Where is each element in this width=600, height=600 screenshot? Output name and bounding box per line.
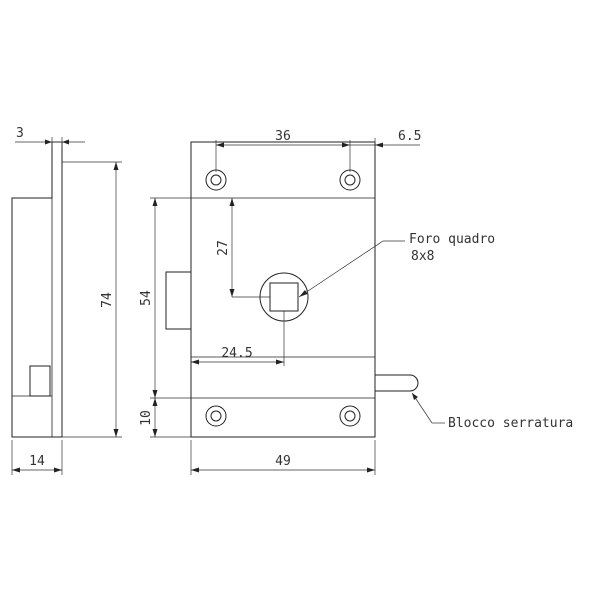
dimension-side-top-width-label: 3 <box>16 126 24 141</box>
dimension-square-hole-height-label: 27 <box>216 240 231 256</box>
dimension-plate-width-label: 49 <box>275 454 291 469</box>
dimension-side-width-label: 14 <box>29 454 45 469</box>
dimension-plate-width: 49 <box>190 440 376 475</box>
dimension-square-hole-offset-label: 24.5 <box>221 346 252 361</box>
dimension-hole-spacing-label: 36 <box>275 129 291 144</box>
callout-square-hole: Foro quadro 8x8 <box>298 232 495 298</box>
dimension-hole-spacing: 36 <box>215 129 351 172</box>
mounting-hole-bottom-right <box>339 405 361 427</box>
side-view <box>11 141 63 438</box>
side-view-outline <box>11 141 63 438</box>
bolt-tab <box>165 271 192 330</box>
callout-square-hole-line2: 8x8 <box>411 249 434 264</box>
dimension-side-height-label: 74 <box>100 292 115 308</box>
callout-square-hole-line1: Foro quadro <box>409 232 495 247</box>
dimension-bottom-strip-label: 10 <box>139 410 154 426</box>
mounting-hole-bottom-left <box>205 405 227 427</box>
dimension-top-offset-label: 6.5 <box>398 129 421 144</box>
dimension-square-hole-offset: 24.5 <box>191 311 285 366</box>
lock-block-bar <box>375 374 419 392</box>
dimension-plate-height-label: 54 <box>139 290 154 306</box>
dimension-side-width: 14 <box>11 440 63 475</box>
callout-lock-block-label: Blocco serratura <box>448 416 573 431</box>
callout-lock-block: Blocco serratura <box>411 392 573 431</box>
mounting-hole-top-left <box>205 169 227 191</box>
side-view-latch <box>29 365 51 397</box>
front-view <box>165 141 419 438</box>
dimension-side-top-width: 3 <box>15 126 85 148</box>
dimension-top-offset: 6.5 <box>350 129 421 150</box>
dimension-plate-height: 54 <box>139 197 191 399</box>
dimension-side-height: 74 <box>62 161 122 438</box>
dimension-bottom-strip: 10 <box>139 398 191 438</box>
front-plate-outline <box>190 141 376 438</box>
dimension-square-hole-height: 27 <box>216 198 270 298</box>
mounting-hole-top-right <box>339 169 361 191</box>
